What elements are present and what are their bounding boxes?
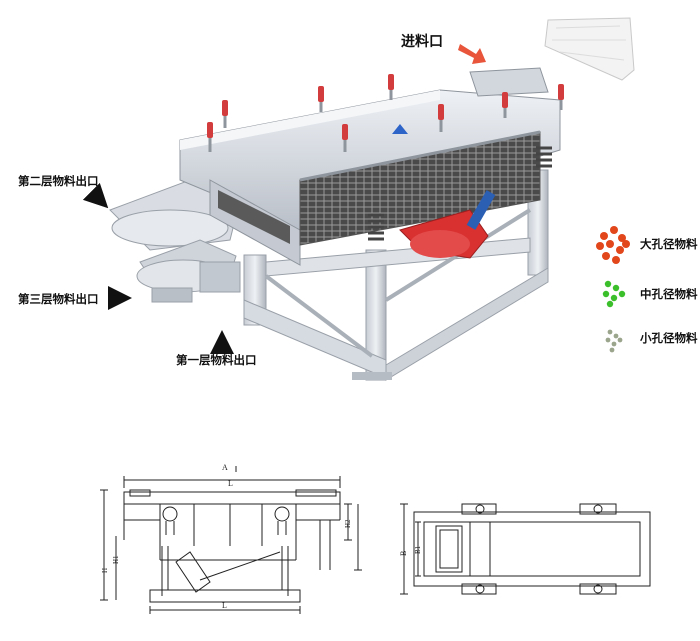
feed-inlet-label: 进料口 <box>401 33 443 50</box>
dim-l-top-label: L <box>228 479 233 488</box>
large-particles-icon <box>596 226 630 264</box>
legend-item-small: 小孔径物料 <box>605 329 698 353</box>
feed-inlet-callout: 进料口 <box>401 33 486 64</box>
outlet-layer1-callout: 第一层物料出口 <box>176 330 257 367</box>
outlet-chutes <box>109 179 241 303</box>
legend-item-large: 大孔径物料 <box>596 226 698 264</box>
vibration-motor <box>399 190 496 259</box>
dim-h2-label: H2 <box>344 519 352 528</box>
outlet-layer3-label: 第三层物料出口 <box>18 292 99 306</box>
feed-arrow-icon <box>458 44 486 64</box>
dim-b1-label: B1 <box>414 545 422 554</box>
outlet-layer1-label: 第一层物料出口 <box>176 353 257 367</box>
medium-particles-icon <box>602 280 626 308</box>
legend-label-medium: 中孔径物料 <box>640 287 698 301</box>
screen-body <box>179 67 561 266</box>
dim-b-label: B <box>399 551 408 556</box>
legend-label-small: 小孔径物料 <box>639 331 698 345</box>
legend-label-large: 大孔径物料 <box>640 237 698 251</box>
technical-drawing-plan-view: B B1 <box>399 503 651 595</box>
particle-legend: 大孔径物料 中孔径物料 小孔径物料 <box>596 226 698 353</box>
arrow-down-right-icon <box>82 182 109 209</box>
dim-l-bottom-label: L <box>222 601 227 610</box>
damping-springs <box>368 146 552 241</box>
dim-h-label: H <box>101 568 109 573</box>
legend-item-medium: 中孔径物料 <box>602 280 698 308</box>
outlet-layer3-callout: 第三层物料出口 <box>18 286 132 310</box>
dim-a-label: A <box>222 463 228 472</box>
feed-bag-icon <box>544 17 635 81</box>
small-particles-icon <box>605 329 623 353</box>
brand-logo-icon <box>392 124 408 134</box>
dim-h1-label: H1 <box>112 555 120 564</box>
outlet-layer2-label: 第二层物料出口 <box>18 174 99 188</box>
vibrating-screen-illustration <box>109 17 635 381</box>
technical-drawing-side-view: A L L H H1 H2 <box>100 463 362 614</box>
outlet-layer2-callout: 第二层物料出口 <box>18 174 109 209</box>
clamp-handles <box>207 74 564 152</box>
